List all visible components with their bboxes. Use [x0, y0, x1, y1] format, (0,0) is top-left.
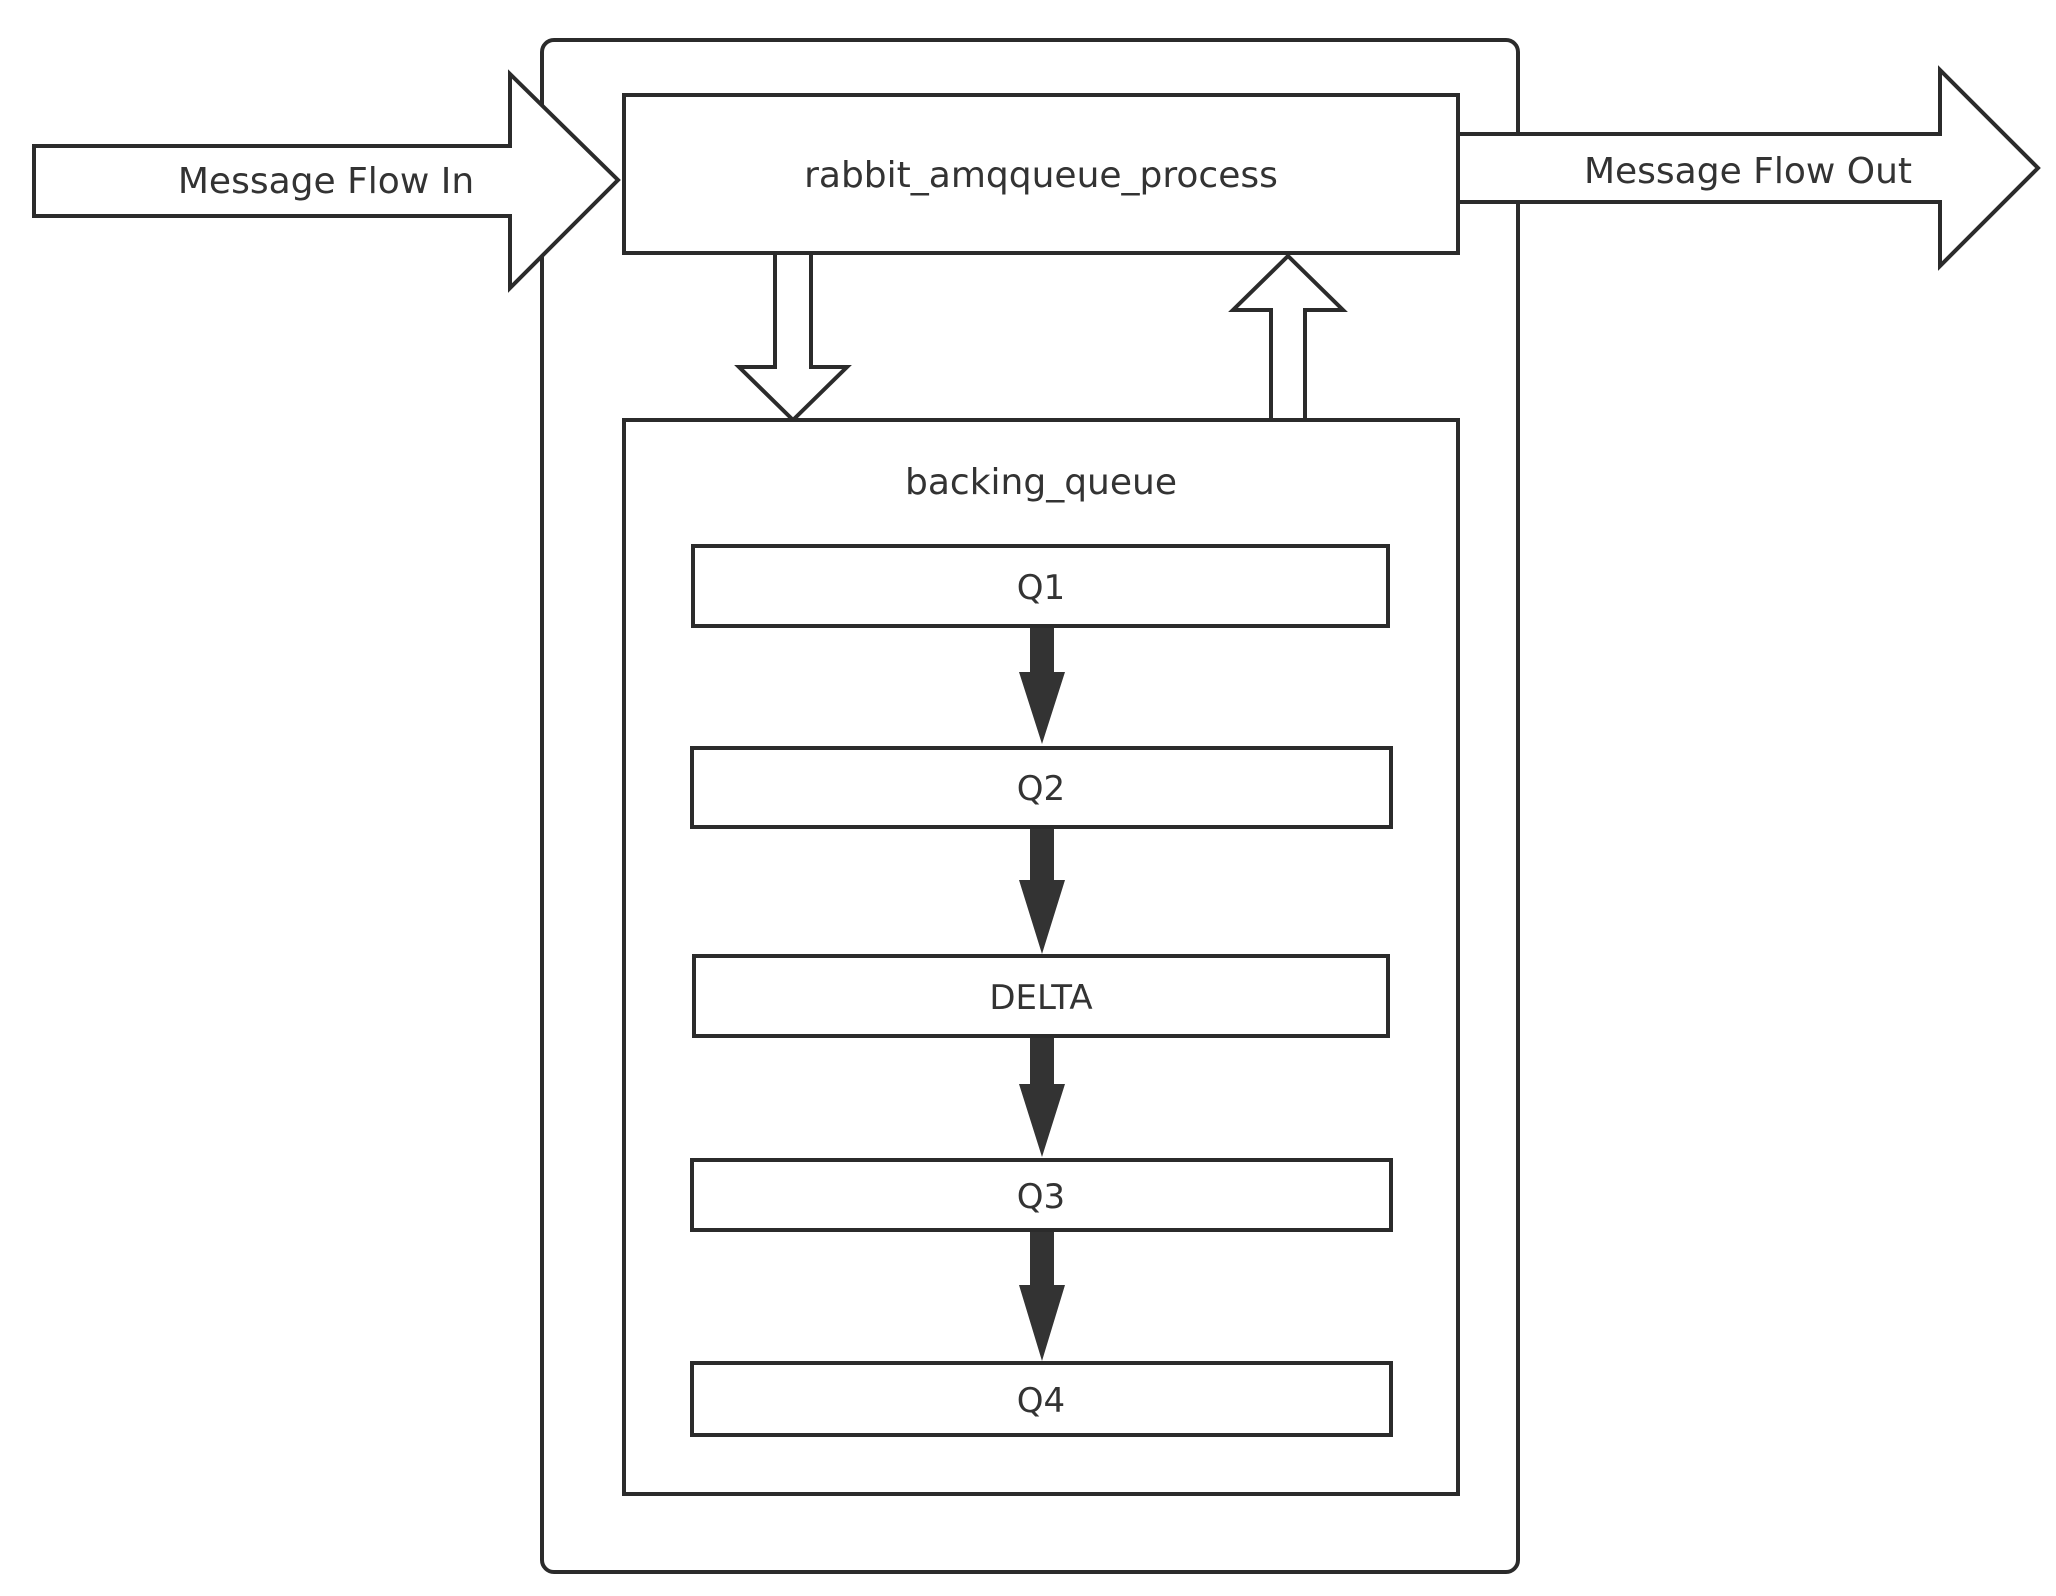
- down-arrow-to-backing-queue: [734, 251, 852, 423]
- solid-arrow-q1-q2: [1019, 628, 1065, 744]
- queue-box: [692, 954, 1390, 1038]
- flow-out-label: Message Flow Out: [1584, 151, 1912, 192]
- flow-out-arrow: [1453, 65, 2041, 271]
- queue-q3: Q3: [690, 1158, 1393, 1232]
- flow-in-arrow: [32, 69, 621, 293]
- queue-delta: DELTA: [692, 954, 1390, 1038]
- queue-q2: Q2: [690, 746, 1393, 829]
- queue-label: Q2: [1017, 769, 1065, 809]
- process-label: rabbit_amqqueue_process: [804, 155, 1278, 196]
- backing-queue-label: backing_queue: [905, 462, 1177, 503]
- queue-box: [691, 544, 1390, 628]
- queue-label: Q3: [1017, 1177, 1065, 1217]
- process-box: [622, 93, 1460, 255]
- up-arrow-to-process: [1228, 253, 1348, 423]
- queue-box: [690, 1158, 1393, 1232]
- queue-label: Q1: [1017, 568, 1065, 608]
- solid-arrow-q2-delta: [1019, 829, 1065, 954]
- queue-label: DELTA: [989, 978, 1092, 1018]
- flow-in-label: Message Flow In: [178, 161, 474, 202]
- queue-box: [690, 746, 1393, 829]
- solid-arrow-q3-q4: [1019, 1232, 1065, 1361]
- queue-q1: Q1: [691, 544, 1390, 628]
- solid-arrow-delta-q3: [1019, 1038, 1065, 1157]
- queue-q4: Q4: [690, 1361, 1393, 1437]
- queue-box: [690, 1361, 1393, 1437]
- queue-label: Q4: [1017, 1381, 1065, 1421]
